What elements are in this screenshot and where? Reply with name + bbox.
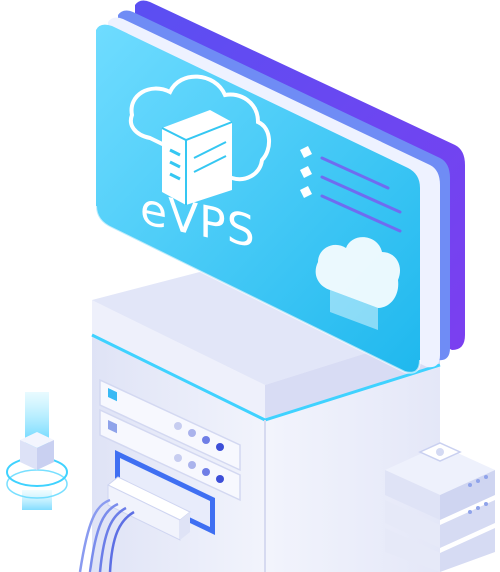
network-cable-icon	[78, 476, 191, 572]
drive-bay-top	[99, 378, 241, 472]
server-stack-icon	[385, 442, 495, 572]
data-cube-icon	[6, 392, 68, 510]
drive-bay-middle	[99, 408, 241, 502]
small-cloud-icon	[315, 237, 401, 330]
checklist-lines	[300, 146, 402, 233]
cloud-server-icon	[129, 74, 271, 205]
